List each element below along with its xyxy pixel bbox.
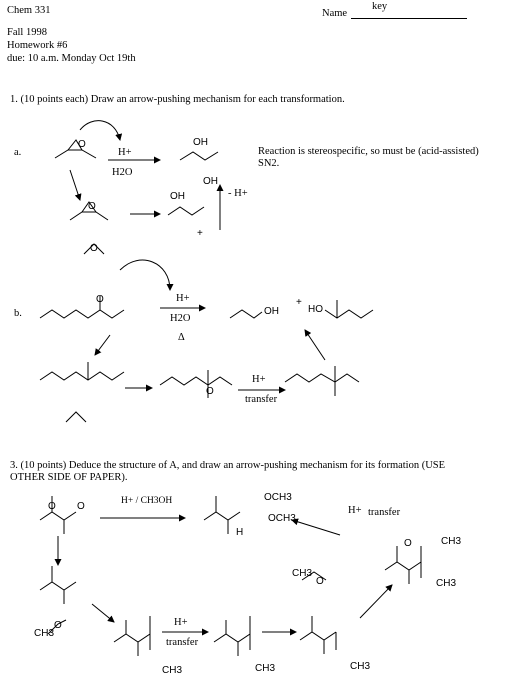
q3-methanol-ch3: CH3 (34, 628, 55, 639)
q1a-reagent-bottom: H2O (112, 167, 133, 178)
q3-reagent: H+ / CH3OH (121, 496, 173, 506)
q3-methanol-1 (47, 619, 67, 635)
q1a-protonated-epoxide (69, 201, 109, 221)
q1a-water (83, 243, 105, 255)
q3-oxocarbenium (299, 616, 337, 654)
q3-product-och3-bottom: OCH3 (268, 513, 296, 524)
q3-transfer-right-top: H+ (348, 505, 362, 516)
q1a-product-skeleton (179, 151, 219, 161)
q1b-protonated-tetrahedral (284, 366, 360, 396)
q1a-protonated-o: O (88, 201, 96, 212)
name-value: key (372, 1, 388, 12)
q3-transfer-mid-top: H+ (174, 617, 188, 628)
q3-step-arrow-1 (91, 603, 115, 623)
q3-aldehyde-o: O (77, 501, 85, 512)
q1b-acid (324, 300, 374, 319)
q3-product-h: H (236, 527, 244, 538)
q3-methanol-o: O (54, 620, 62, 631)
q1b-label: b. (14, 308, 22, 319)
q3-ch3-d: CH3 (441, 536, 462, 547)
q1-prompt: 1. (10 points each) Draw an arrow-pushin… (10, 94, 345, 105)
q1a-inter-oh: OH (170, 191, 185, 202)
name-underline (351, 18, 467, 19)
q1a-product-oh-bottom: OH (203, 176, 218, 187)
q1a-down-arrow (69, 169, 82, 201)
q3-ch3-b: CH3 (255, 663, 276, 674)
q1a-reagent-top: H+ (118, 147, 132, 158)
q1a-curved-arrow (79, 120, 123, 141)
q3-start (39, 496, 77, 534)
q1b-down-arrow (94, 334, 111, 356)
q3-product (203, 496, 241, 534)
q1b-reagent-top: H+ (176, 293, 190, 304)
q1b-plus: + (296, 297, 302, 308)
q3-methanol2-o: O (316, 576, 324, 587)
q3-prompt-line1: 3. (10 points) Deduce the structure of A… (10, 460, 446, 471)
q1b-tetrahedral-o: O (206, 386, 214, 397)
q3-step-arrow-4 (359, 584, 393, 619)
q1b-reagent-mid: H2O (170, 313, 191, 324)
q3-acetal-o: O (404, 538, 412, 549)
q1b-transfer-bottom: transfer (245, 394, 278, 405)
q1b-up-arrow (304, 329, 326, 361)
q1b-carbonyl-o: O (96, 294, 104, 305)
q3-transfer-right-bottom: transfer (368, 507, 401, 518)
q1b-tetrahedral (159, 370, 233, 398)
q3-product-och3-top: OCH3 (264, 492, 292, 503)
due-text: due: 10 a.m. Monday Oct 19th (7, 53, 136, 64)
q1b-alcohol (229, 309, 263, 319)
q1b-transfer-top: H+ (252, 374, 266, 385)
q1a-deprotonation: - H+ (228, 188, 248, 199)
q1b-product-acid: HO (308, 304, 323, 315)
name-label: Name (322, 8, 348, 19)
q1a-note-line2: SN2. (258, 158, 280, 169)
q1b-product-alcohol: OH (264, 306, 279, 317)
q3-ch3-e: CH3 (436, 578, 457, 589)
q1a-epoxide (54, 139, 97, 159)
q1b-ester (39, 296, 125, 319)
q3-transfer-mid-bottom: transfer (166, 637, 199, 648)
q1a-note-line1: Reaction is stereospecific, so must be (… (258, 146, 479, 157)
q3-ch3-a: CH3 (162, 665, 183, 676)
q1a-epoxide-o: O (78, 139, 86, 150)
q3-return-arrow (291, 518, 341, 536)
q3-protonated-acetal (384, 546, 422, 584)
q3-prompt-line2: OTHER SIDE OF PAPER). (10, 472, 128, 483)
q1b-curved-arrow (119, 259, 174, 291)
course-title: Chem 331 (7, 5, 51, 16)
q1a-water-o: O (90, 243, 98, 254)
q1a-intermediate-skeleton (167, 206, 205, 216)
q3-methanol2-ch3: CH3 (292, 568, 313, 579)
assignment-text: Homework #6 (7, 40, 68, 51)
q3-hemiacetal (213, 616, 251, 656)
q1b-reagent-bottom: Δ (178, 332, 185, 343)
q3-hemiacetal-protonated (113, 616, 151, 656)
q1a-product-oh-top: OH (193, 137, 208, 148)
term-text: Fall 1998 (7, 27, 47, 38)
q1b-protonated-ester (39, 362, 125, 381)
q1a-label: a. (14, 147, 22, 158)
q3-protonated (39, 566, 77, 604)
q3-methanol-2 (301, 571, 327, 581)
q3-ch3-c: CH3 (350, 661, 371, 672)
q1a-plus: + (197, 228, 203, 239)
q1b-water (65, 411, 87, 423)
q3-ketone-o: O (48, 501, 56, 512)
